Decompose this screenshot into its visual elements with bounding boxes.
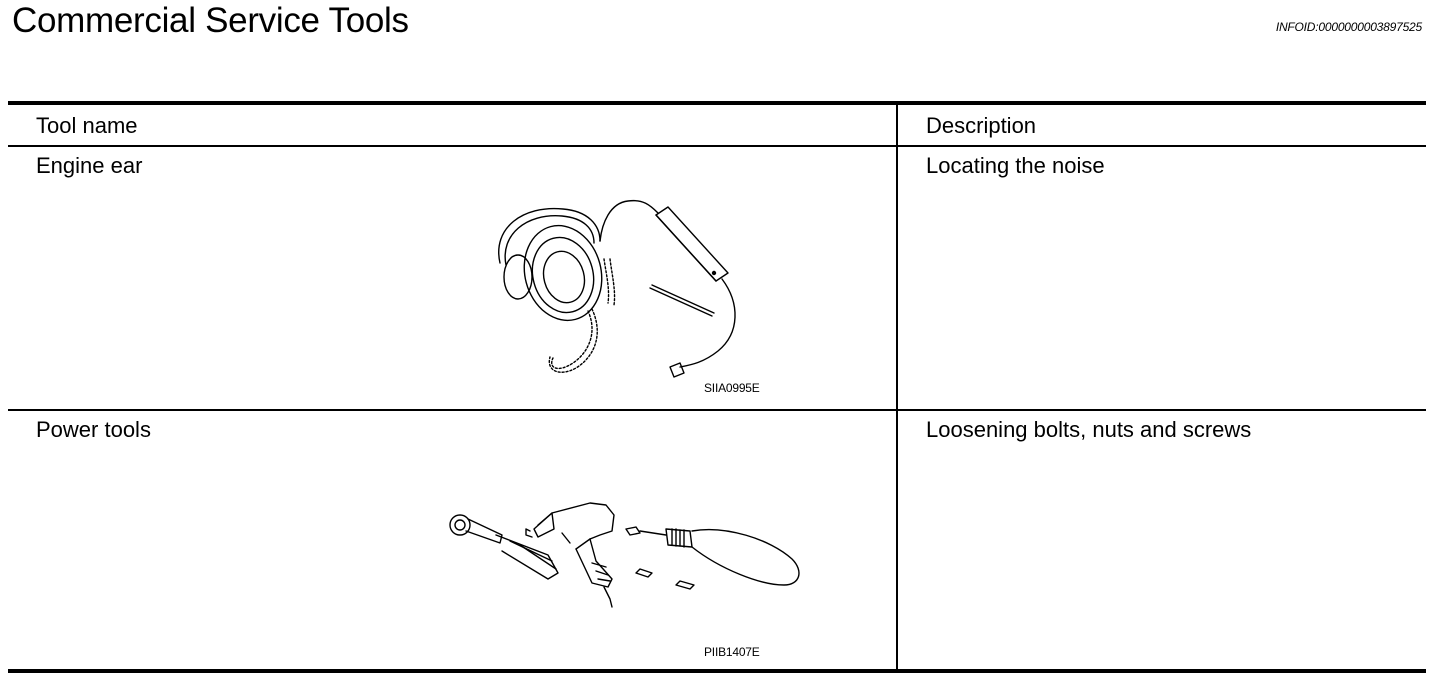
table-header-row: Tool name Description [8,105,1426,147]
figure-code: SIIA0995E [704,381,760,395]
engine-ear-icon [498,199,736,378]
tool-name-cell: Engine ear [36,153,143,178]
column-divider [896,105,898,669]
page-title: Commercial Service Tools [12,1,409,40]
table-row: Engine ear Locating the noise [8,147,1426,411]
description-cell: Locating the noise [926,153,1105,178]
header-tool-name: Tool name [36,113,138,138]
tool-name-cell: Power tools [36,417,151,442]
info-id: INFOID:0000000003897525 [1275,20,1422,34]
table-row: Power tools Loosening bolts, nuts and sc… [8,411,1426,669]
description-cell: Loosening bolts, nuts and screws [926,417,1252,442]
service-tools-table: Tool name Description Engine ear Locatin… [8,101,1426,673]
figure-code: PIIB1407E [704,645,760,659]
header-description: Description [926,113,1037,138]
power-tools-icon [449,502,800,608]
